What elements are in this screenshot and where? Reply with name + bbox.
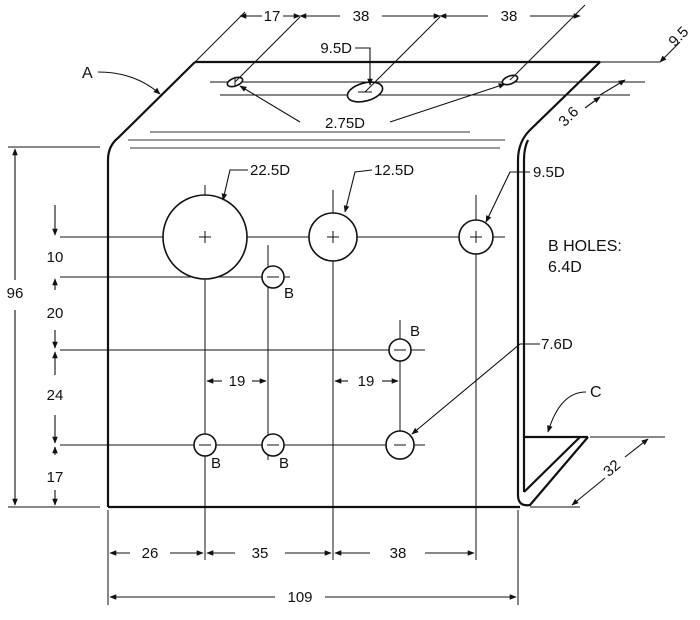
dim-h-19-b: 19 xyxy=(358,373,375,390)
dim-v-17: 17 xyxy=(47,469,64,486)
dim-bottom-38: 38 xyxy=(390,545,407,562)
dim-right-9-5: 9.5 xyxy=(665,23,692,50)
dim-v-24: 24 xyxy=(47,387,64,404)
dim-h-19-a: 19 xyxy=(229,373,246,390)
dimension-lines xyxy=(8,4,681,605)
callout-c: C xyxy=(590,384,602,401)
dim-top-38-b: 38 xyxy=(501,8,518,25)
note-b-holes-line1: B HOLES: xyxy=(548,238,622,255)
dim-top-38-a: 38 xyxy=(353,8,370,25)
callout-texts: A C B B B B B HOLES: 6.4D xyxy=(82,65,622,472)
dim-bottom-35: 35 xyxy=(252,545,269,562)
dim-v-20: 20 xyxy=(47,305,64,322)
label-lower-right-7-6d: 7.6D xyxy=(541,336,573,353)
callout-a: A xyxy=(82,65,93,82)
dim-flange-32: 32 xyxy=(600,457,624,481)
dim-right-3-6: 3.6 xyxy=(555,103,582,130)
label-large-22-5d: 22.5D xyxy=(250,162,290,179)
front-holes xyxy=(162,194,494,460)
dim-v-10: 10 xyxy=(47,249,64,266)
top-face-holes xyxy=(210,74,630,103)
label-top-pair-2-75d: 2.75D xyxy=(325,115,365,132)
dim-height-96: 96 xyxy=(7,285,24,302)
dim-total-109: 109 xyxy=(287,589,312,606)
bracket-outline xyxy=(106,60,601,509)
dim-top-17: 17 xyxy=(264,8,281,25)
label-medium-12-5d: 12.5D xyxy=(374,162,414,179)
dim-bottom-26: 26 xyxy=(142,545,159,562)
dimension-texts: 17 38 38 9.5 3.6 96 10 20 24 17 19 19 26… xyxy=(7,8,693,606)
note-b-holes-line2: 6.4D xyxy=(548,259,582,276)
callout-b-3: B xyxy=(211,455,221,472)
callout-b-1: B xyxy=(284,285,294,302)
callout-b-4: B xyxy=(279,455,289,472)
front-centerlines xyxy=(60,185,505,560)
label-right-9-5d: 9.5D xyxy=(533,164,565,181)
leader-lines xyxy=(97,47,587,435)
hole-texts: 9.5D 2.75D 22.5D 12.5D 9.5D 7.6D xyxy=(250,40,573,353)
label-top-small-9-5d: 9.5D xyxy=(320,40,352,57)
callout-b-2: B xyxy=(410,323,420,340)
